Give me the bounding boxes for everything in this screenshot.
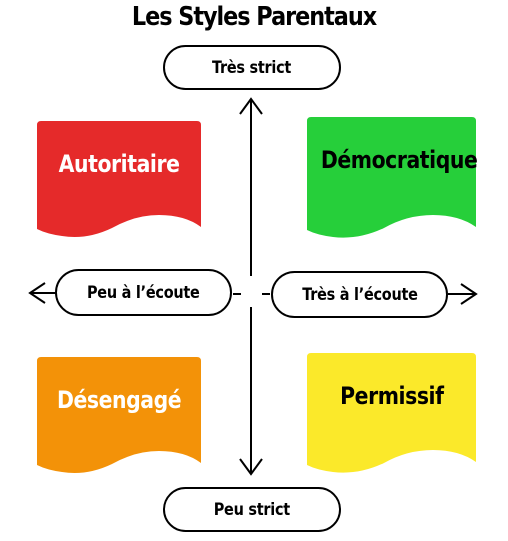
arrow-right-icon bbox=[460, 283, 478, 305]
axis-label-top-text: Très strict bbox=[212, 57, 292, 78]
quadrant-label-autoritaire: Autoritaire bbox=[58, 150, 180, 178]
quadrant-card-shape bbox=[37, 357, 201, 473]
quadrant-card-shape bbox=[307, 117, 476, 238]
axis-label-bottom-text: Peu strict bbox=[213, 499, 291, 520]
quadrant-label-democratique: Démocratique bbox=[320, 146, 478, 174]
quadrant-card-shape bbox=[37, 121, 201, 237]
quadrant-card-desengage: Désengagé bbox=[37, 357, 201, 474]
page-title: Les Styles Parentaux bbox=[131, 2, 377, 32]
quadrant-card-democratique: Démocratique bbox=[307, 117, 478, 239]
quadrant-label-desengage: Désengagé bbox=[56, 386, 182, 414]
arrow-up-icon bbox=[239, 97, 263, 115]
quadrant-card-shape bbox=[307, 353, 476, 473]
axis-label-bottom: Peu strict bbox=[163, 487, 341, 532]
axis-label-right: Très à l’écoute bbox=[271, 271, 448, 318]
axis-label-left-text: Peu à l’écoute bbox=[87, 282, 200, 303]
arrow-down-icon bbox=[239, 458, 263, 476]
quadrant-label-permissif: Permissif bbox=[339, 382, 444, 410]
axis-label-left: Peu à l’écoute bbox=[55, 269, 232, 316]
quadrant-card-permissif: Permissif bbox=[307, 353, 476, 474]
quadrant-card-autoritaire: Autoritaire bbox=[37, 121, 201, 238]
axis-label-right-text: Très à l’écoute bbox=[301, 284, 418, 305]
axis-label-top: Très strict bbox=[163, 45, 341, 90]
arrow-left-icon bbox=[28, 282, 46, 304]
